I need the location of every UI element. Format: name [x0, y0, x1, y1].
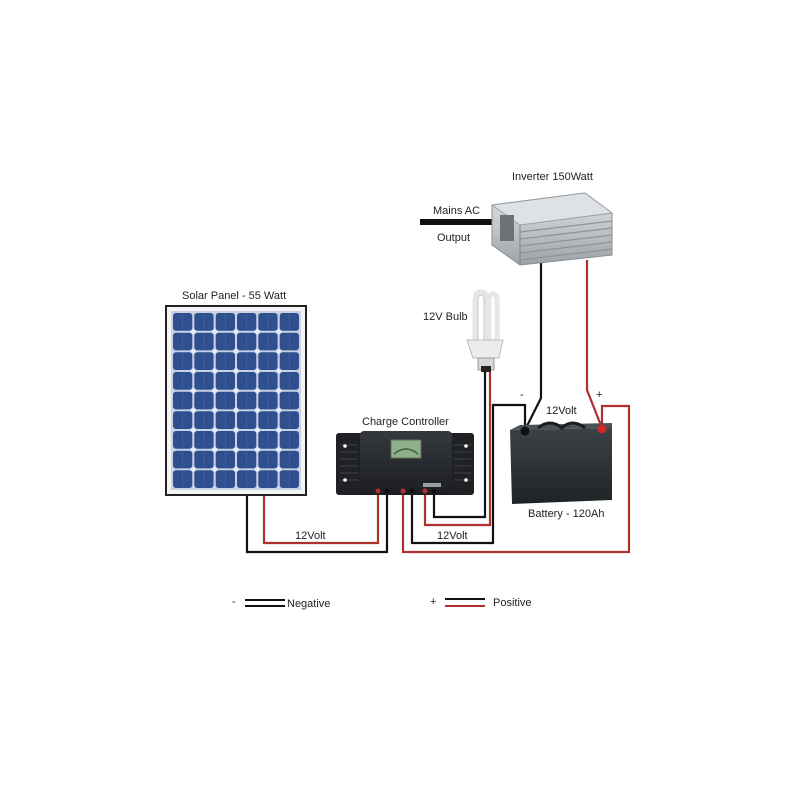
- solar-panel: [165, 305, 307, 496]
- legend-positive-label: Positive: [493, 597, 532, 609]
- legend-lines: [245, 598, 485, 607]
- battery-negative-wire: [410, 403, 527, 545]
- solar-cells: [173, 313, 299, 488]
- battery-negative-sign: -: [520, 389, 524, 401]
- battery-positive-sign: +: [596, 389, 603, 401]
- inverter-positive-wire: [585, 260, 604, 429]
- panel-positive-wire: [262, 492, 380, 545]
- legend-negative-label: Negative: [287, 598, 331, 610]
- legend-negative-symbol: -: [232, 596, 236, 608]
- mains-ac-label: Mains AC: [433, 205, 481, 217]
- panel-negative-wire: [245, 492, 389, 554]
- battery-positive-terminal: [597, 424, 607, 434]
- inverter-negative-wire: [524, 262, 543, 431]
- bulb-positive-wire: [423, 372, 492, 527]
- cfl-bulb: [466, 289, 504, 372]
- controller-terminals: [375, 488, 437, 494]
- battery-negative-terminal: [520, 426, 530, 436]
- charge-controller: [336, 431, 474, 495]
- controller-wire-voltage-label: 12Volt: [437, 530, 468, 542]
- bulb-negative-wire: [432, 372, 487, 519]
- legend-positive-symbol: +: [430, 596, 437, 608]
- bulb-label: 12V Bulb: [423, 311, 468, 323]
- battery-label: Battery - 120Ah: [528, 508, 605, 520]
- panel-wire-voltage-label: 12Volt: [295, 530, 326, 542]
- battery-voltage-label: 12Volt: [546, 405, 577, 417]
- charge-controller-label: Charge Controller: [362, 416, 449, 428]
- mains-output-label: Output: [437, 232, 471, 244]
- battery: [510, 421, 612, 504]
- wires: [245, 219, 631, 554]
- solar-panel-label: Solar Panel - 55 Watt: [182, 290, 287, 302]
- battery-positive-wire: [401, 404, 631, 554]
- inverter-label: Inverter 150Watt: [512, 171, 593, 183]
- inverter: [490, 192, 614, 266]
